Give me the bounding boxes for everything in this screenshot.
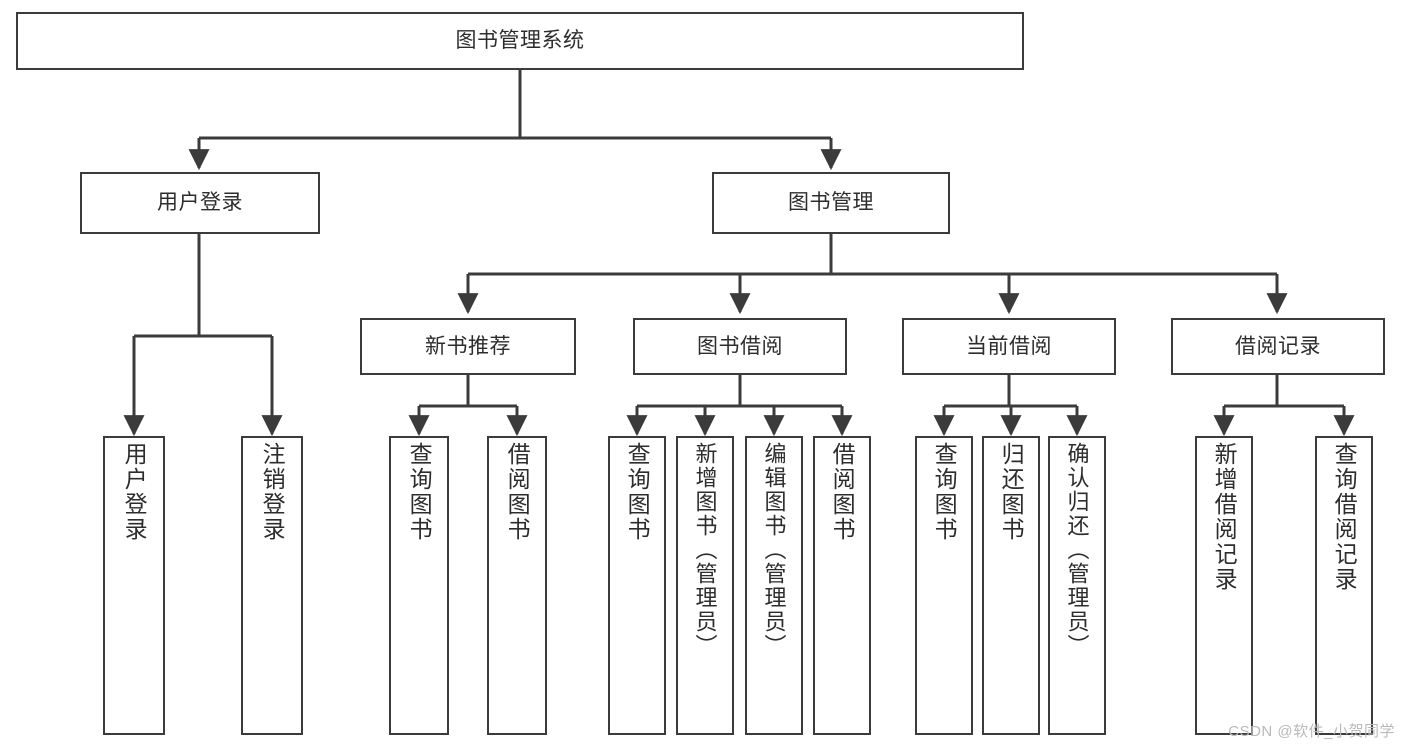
leaf-user-login[interactable]: 用户登录 xyxy=(103,436,165,735)
node-label: 归还图书 xyxy=(998,442,1025,542)
node-borrow-record[interactable]: 借阅记录 xyxy=(1171,318,1385,375)
watermark-text: CSDN @软件_小贺同学 xyxy=(1228,723,1395,740)
node-label: 用户登录 xyxy=(121,442,148,542)
leaf-newbook-borrow-book[interactable]: 借阅图书 xyxy=(487,436,547,735)
node-label: 查询图书 xyxy=(931,442,958,542)
node-label: 借阅图书 xyxy=(829,442,856,542)
leaf-record-add-record[interactable]: 新增借阅记录 xyxy=(1195,436,1253,735)
leaf-current-confirm-return-admin[interactable]: 确认归还（管理员） xyxy=(1048,436,1106,735)
node-label: 图书借阅 xyxy=(697,334,783,358)
node-label: 借阅图书 xyxy=(504,442,531,542)
node-label: 图书管理系统 xyxy=(455,29,585,53)
leaf-borrow-add-book-admin[interactable]: 新增图书（管理员） xyxy=(676,436,734,735)
leaf-logout[interactable]: 注销登录 xyxy=(241,436,303,735)
node-label: 新增图书（管理员） xyxy=(692,442,718,658)
node-book-borrow[interactable]: 图书借阅 xyxy=(633,318,847,375)
node-label: 确认归还（管理员） xyxy=(1064,442,1090,658)
leaf-borrow-lend-book[interactable]: 借阅图书 xyxy=(813,436,871,735)
node-new-book-recommend[interactable]: 新书推荐 xyxy=(360,318,576,375)
leaf-current-return-book[interactable]: 归还图书 xyxy=(982,436,1040,735)
node-user-login[interactable]: 用户登录 xyxy=(80,172,320,234)
leaf-borrow-edit-book-admin[interactable]: 编辑图书（管理员） xyxy=(745,436,803,735)
node-book-management[interactable]: 图书管理 xyxy=(712,172,950,234)
leaf-record-query-record[interactable]: 查询借阅记录 xyxy=(1315,436,1373,735)
node-label: 查询借阅记录 xyxy=(1331,442,1358,592)
node-label: 新增借阅记录 xyxy=(1211,442,1238,592)
node-label: 用户登录 xyxy=(157,191,243,215)
leaf-newbook-query-book[interactable]: 查询图书 xyxy=(389,436,449,735)
leaf-current-query-book[interactable]: 查询图书 xyxy=(915,436,973,735)
node-label: 借阅记录 xyxy=(1235,334,1321,358)
node-label: 当前借阅 xyxy=(966,334,1052,358)
leaf-borrow-query-book[interactable]: 查询图书 xyxy=(608,436,666,735)
node-label: 新书推荐 xyxy=(425,334,511,358)
node-label: 查询图书 xyxy=(406,442,433,542)
node-label: 图书管理 xyxy=(788,191,874,215)
node-current-borrow[interactable]: 当前借阅 xyxy=(902,318,1116,375)
node-root-system[interactable]: 图书管理系统 xyxy=(16,12,1024,70)
node-label: 注销登录 xyxy=(259,442,286,542)
node-label: 编辑图书（管理员） xyxy=(761,442,787,658)
node-label: 查询图书 xyxy=(624,442,651,542)
